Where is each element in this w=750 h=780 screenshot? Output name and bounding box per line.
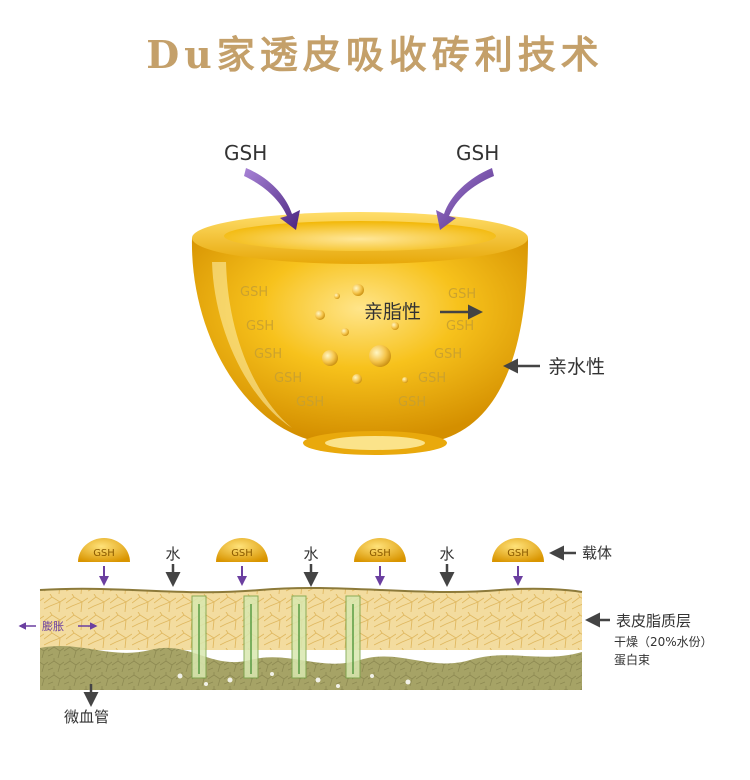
cup-gsh-label: GSH	[448, 287, 476, 302]
cup-body	[191, 238, 528, 440]
lipid-bubble	[369, 345, 391, 367]
lipid-bubble	[322, 350, 338, 366]
page-title: Du家透皮吸收砖利技术	[146, 32, 604, 77]
svg-text:GSH: GSH	[507, 548, 529, 559]
gsh-right-label: GSH	[456, 141, 499, 165]
water-label: 水	[439, 545, 454, 563]
dry-label: 干燥（20%水份）	[614, 635, 713, 649]
cup-gsh-label: GSH	[446, 319, 474, 334]
lipid-bubble	[352, 374, 362, 384]
capillary-dots	[177, 672, 411, 688]
epidermis-layer	[40, 587, 582, 650]
water-label: 水	[303, 545, 318, 563]
lipid-bubble	[391, 322, 399, 330]
cup-illustration: GSH GSH GSH GSH GSH GSH GSH GSH GSH GSH …	[191, 141, 605, 455]
cup-gsh-label: GSH	[240, 285, 268, 300]
cup-gsh-label: GSH	[246, 319, 274, 334]
carrier-dome: GSH	[78, 538, 130, 586]
stratum-label: 表皮脂质层	[616, 612, 691, 630]
cup-gsh-label: GSH	[434, 347, 462, 362]
gsh-entry-arrow-right	[436, 168, 494, 230]
swell-indicator: 膨胀	[18, 619, 98, 633]
gsh-left-label: GSH	[224, 141, 267, 165]
hydrophilic-label: 亲水性	[548, 356, 605, 378]
lipid-bubble	[352, 284, 364, 296]
cup-foot-inner	[325, 436, 425, 450]
carrier-label: 载体	[582, 544, 612, 562]
cup-gsh-label: GSH	[418, 371, 446, 386]
swell-label: 膨胀	[42, 619, 64, 633]
cup-gsh-label: GSH	[296, 395, 324, 410]
cup-highlight	[212, 262, 292, 428]
cup-gsh-label: GSH	[254, 347, 282, 362]
protein-label: 蛋白束	[614, 652, 650, 667]
cup-gsh-label: GSH	[274, 371, 302, 386]
water-indicators: 水 水 水	[165, 545, 455, 587]
cup-opening	[224, 221, 496, 251]
water-label: 水	[165, 545, 180, 563]
gsh-entry-arrow-left	[244, 168, 300, 230]
skin-illustration	[39, 587, 583, 690]
lipid-bubble	[402, 377, 408, 383]
carrier-row: GSH GSH GSH GSH	[78, 538, 544, 586]
penetration-channels	[191, 595, 361, 679]
svg-text:GSH: GSH	[231, 548, 253, 559]
carrier-dome: GSH	[216, 538, 268, 586]
lipid-bubble	[315, 310, 325, 320]
dermis-layer	[40, 646, 582, 690]
lipophilic-label: 亲脂性	[364, 301, 421, 323]
capillary-label: 微血管	[64, 708, 109, 726]
svg-text:GSH: GSH	[369, 548, 391, 559]
carrier-dome: GSH	[492, 538, 544, 586]
cup-gsh-label: GSH	[398, 395, 426, 410]
lipid-bubble	[341, 328, 349, 336]
carrier-dome: GSH	[354, 538, 406, 586]
skin-surface	[39, 587, 583, 594]
svg-text:GSH: GSH	[93, 548, 115, 559]
lipid-bubble	[334, 293, 340, 299]
